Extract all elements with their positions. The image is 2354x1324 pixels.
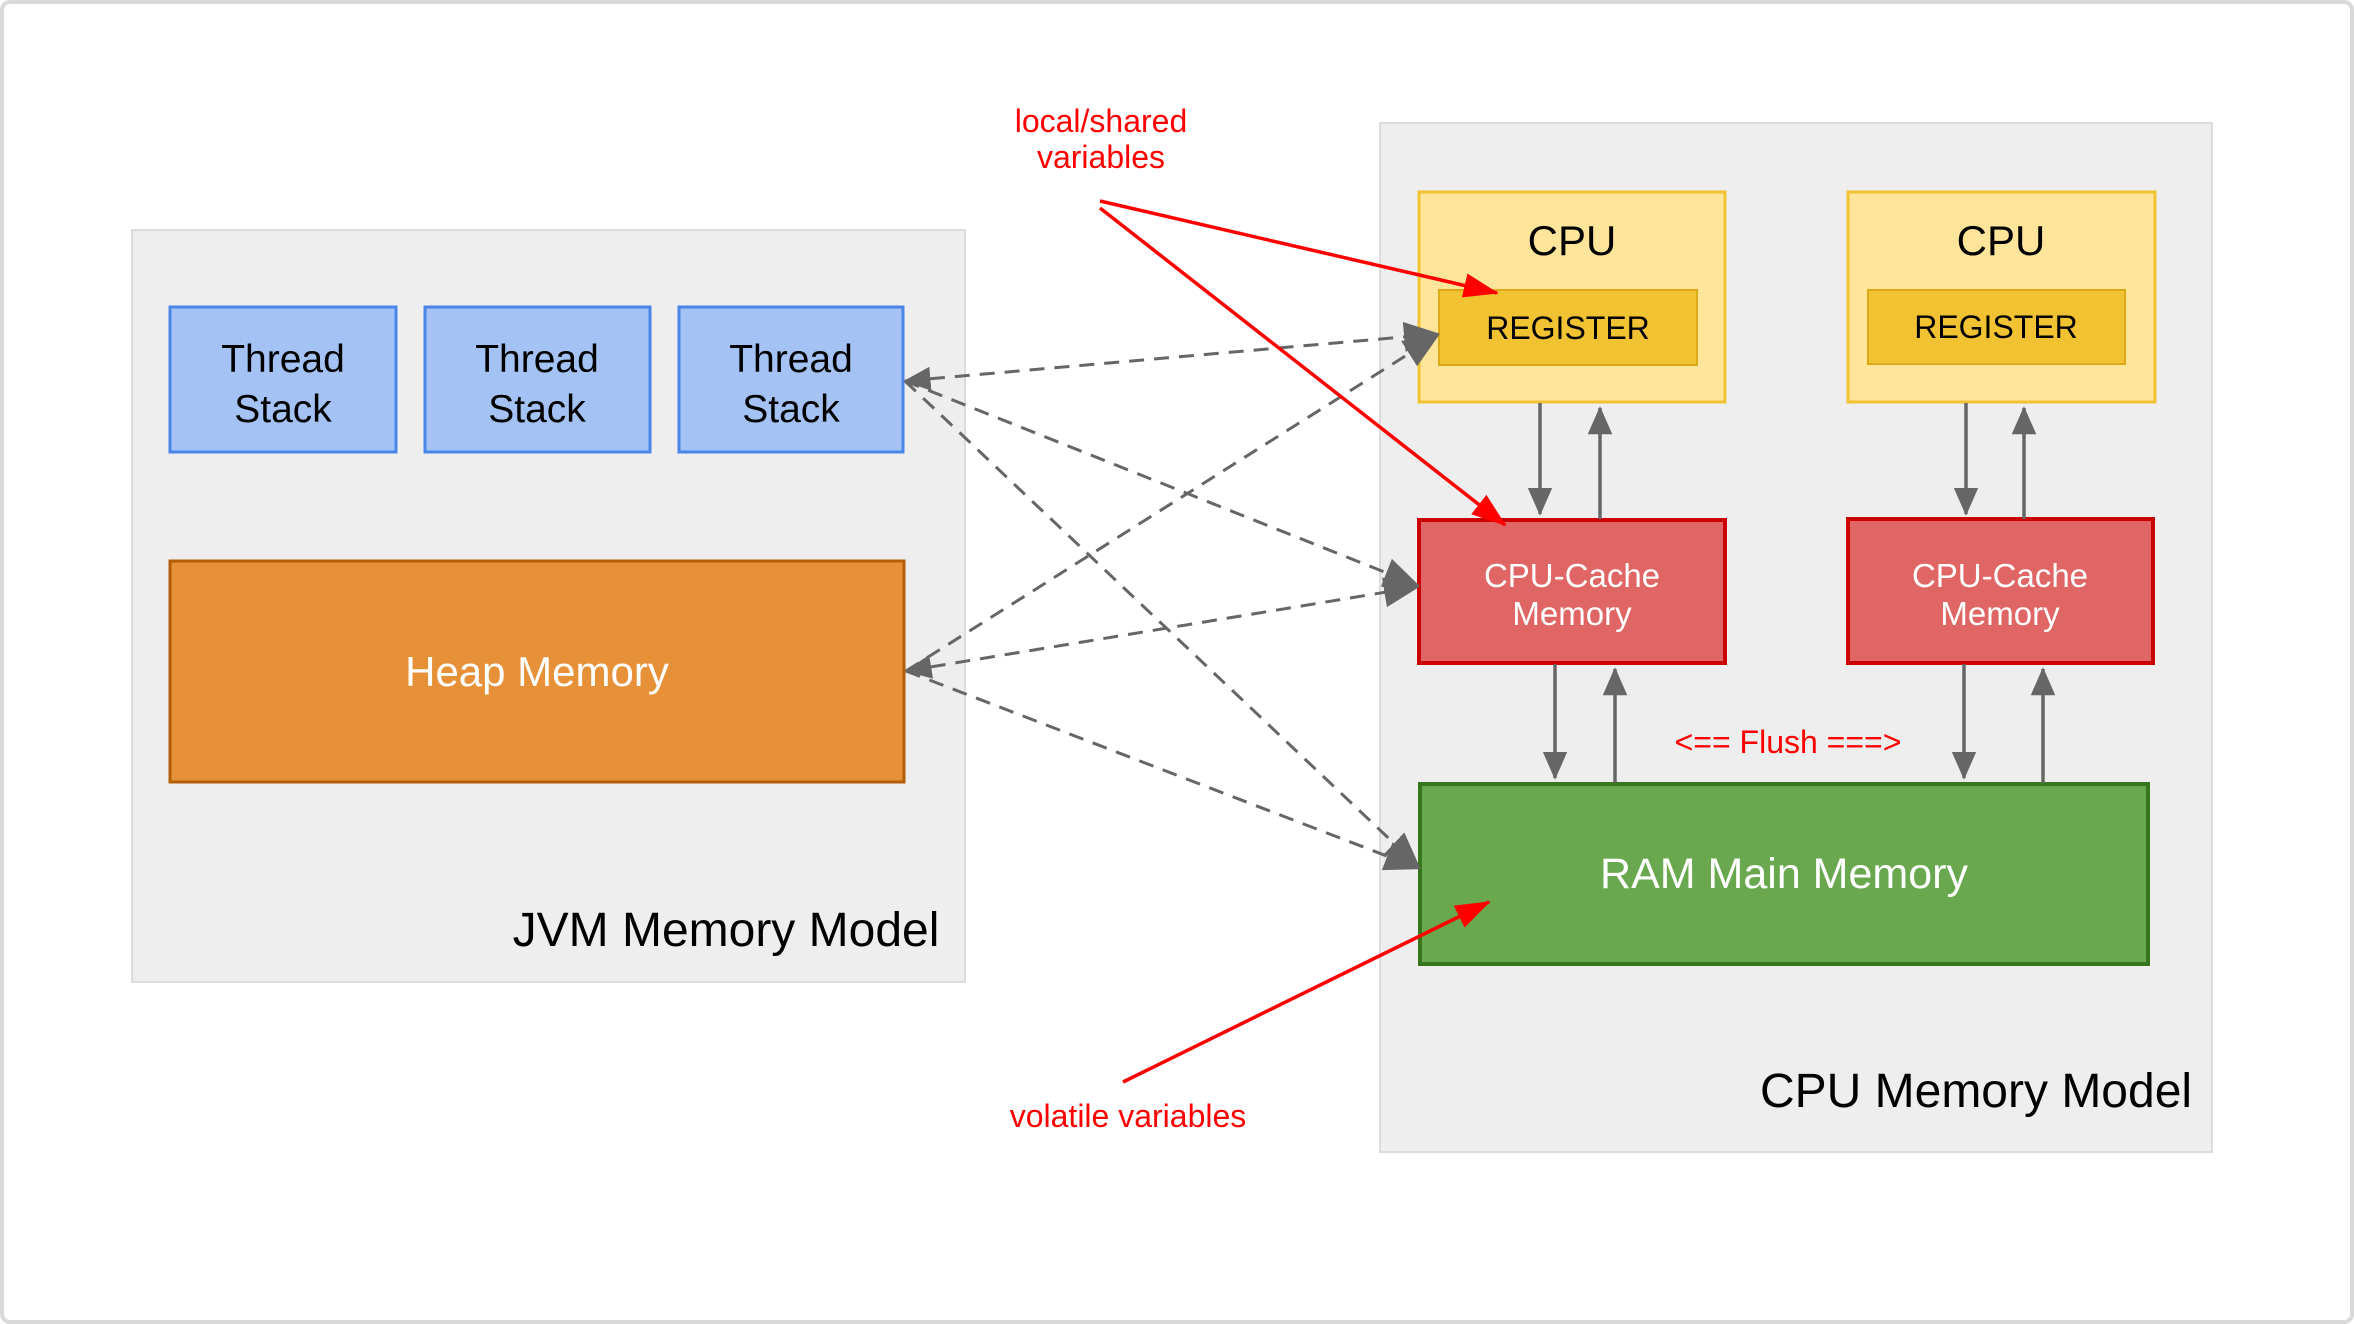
thread-stack-3-line2: Stack — [742, 388, 840, 431]
cpu-cache-1-line2: Memory — [1512, 595, 1632, 632]
thread-stack-1-line2: Stack — [234, 388, 332, 431]
volatile-variables-label: volatile variables — [1010, 1098, 1247, 1134]
red-arrow-localshared-to-cache — [1098, 206, 1507, 527]
cpu-cache-1-line1: CPU-Cache — [1484, 557, 1660, 594]
flush-label: <== Flush ===> — [1675, 724, 1902, 760]
cpu-label-1: CPU — [1528, 217, 1617, 264]
thread-stack-2-line1: Thread — [475, 338, 599, 381]
dashed-connector-heap-ram — [905, 669, 1421, 871]
ram-main-memory-box — [1418, 782, 2150, 966]
cpu-cache-box-1 — [1417, 518, 1727, 665]
thread-stack-1-line1: Thread — [221, 338, 345, 381]
local-shared-line1: local/shared — [1015, 103, 1188, 139]
red-arrow-volatile-to-ram — [1122, 900, 1491, 1084]
thread-stack-2-line2: Stack — [488, 388, 586, 431]
register-box-1 — [1438, 289, 1698, 366]
cpu-cache-2-line1: CPU-Cache — [1912, 557, 2088, 594]
register-label-2: REGISTER — [1914, 309, 2078, 345]
local-shared-line2: variables — [1037, 139, 1165, 175]
jvm-model-title: JVM Memory Model — [513, 904, 940, 957]
cpu-label-2: CPU — [1957, 217, 2046, 264]
ram-main-memory-label: RAM Main Memory — [1600, 850, 1968, 898]
cpu-model-title: CPU Memory Model — [1760, 1065, 2192, 1118]
heap-memory-label: Heap Memory — [405, 648, 669, 695]
thread-stack-box-3 — [677, 305, 905, 454]
thread-stack-box-1 — [168, 305, 398, 454]
register-label-1: REGISTER — [1486, 310, 1650, 346]
thread-stack-3-line1: Thread — [729, 338, 853, 381]
heap-memory-box — [168, 559, 906, 784]
thread-stack-box-2 — [423, 305, 652, 454]
register-box-2 — [1867, 289, 2126, 365]
dashed-connector-heap-cache1 — [904, 577, 1420, 679]
red-arrow-localshared-to-register — [1099, 199, 1499, 298]
dashed-connector-threadstack-register1 — [903, 321, 1440, 391]
dashed-connector-threadstack-cache1 — [904, 379, 1420, 587]
dashed-connector-heap-register1 — [905, 334, 1440, 673]
cpu-cache-2-line2: Memory — [1940, 595, 2060, 632]
cpu-cache-box-2 — [1846, 517, 2155, 665]
